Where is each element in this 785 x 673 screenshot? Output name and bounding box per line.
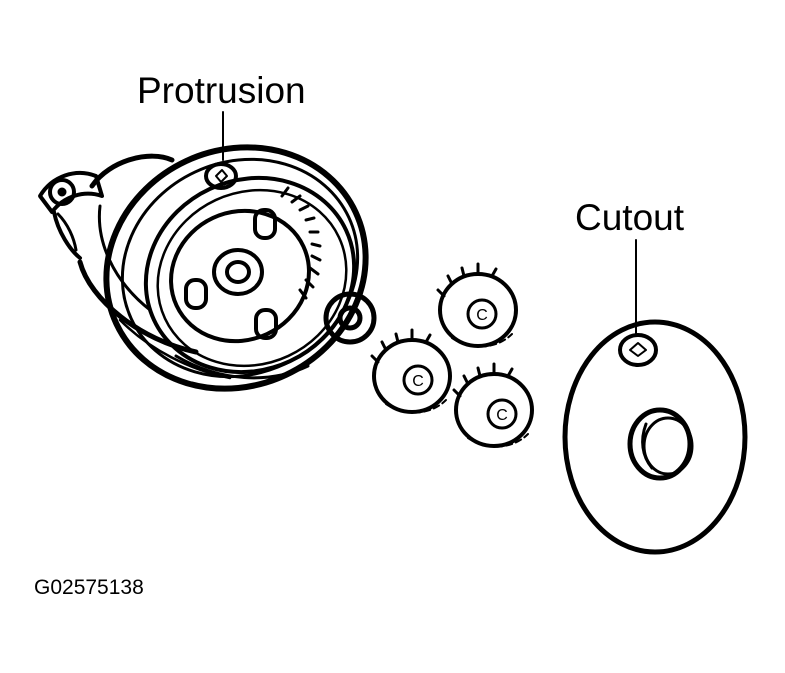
planet-gear-left (370, 328, 452, 414)
figure-id: G02575138 (34, 576, 144, 599)
thrust-plate (562, 319, 748, 555)
gear-letter-right: C (496, 407, 508, 424)
planet-gear-right (452, 362, 534, 448)
gear-letter-top: C (476, 307, 488, 324)
gear-letter-left: C (412, 373, 424, 390)
cutout-label: Cutout (575, 197, 685, 238)
protrusion-label: Protrusion (137, 70, 306, 111)
planet-gear-top (436, 262, 518, 348)
carrier-housing (38, 144, 377, 392)
